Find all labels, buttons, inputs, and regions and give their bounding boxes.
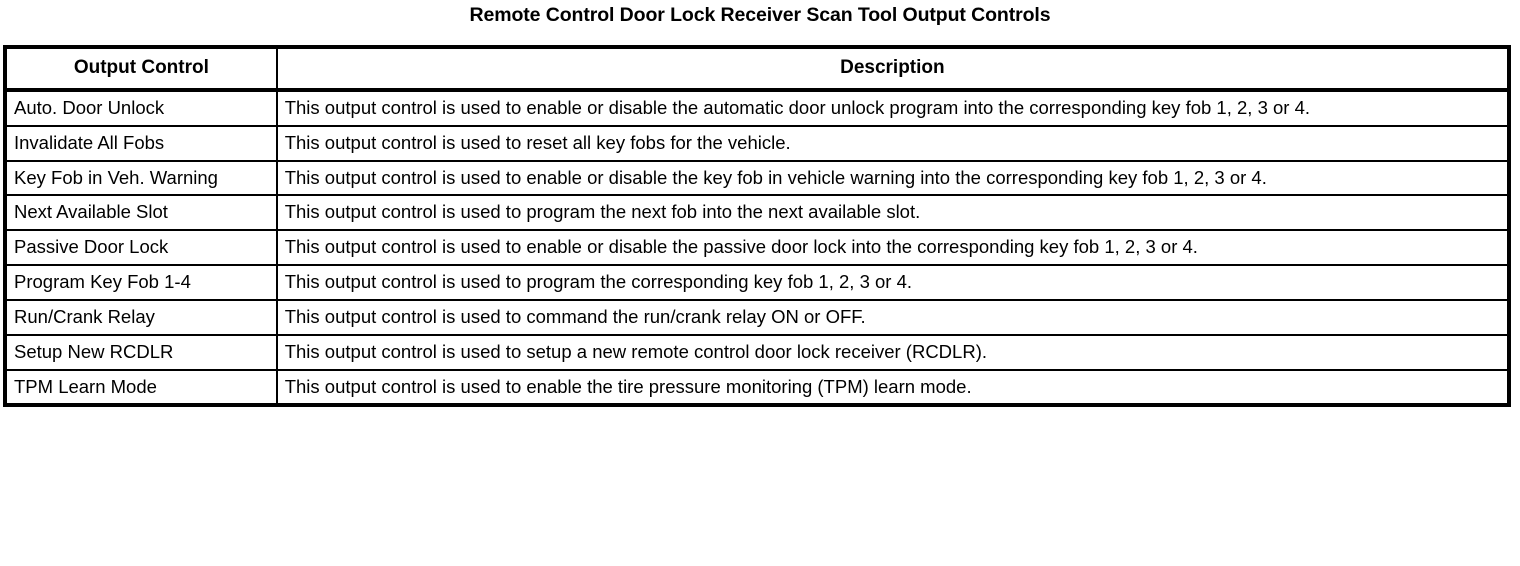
cell-description: This output control is used to program t… [275, 264, 1511, 301]
cell-output-control: TPM Learn Mode [4, 368, 278, 407]
cell-description: This output control is used to enable th… [275, 368, 1511, 407]
output-controls-table: Output Control Description Auto. Door Un… [3, 45, 1511, 408]
cell-output-control: Program Key Fob 1-4 [4, 264, 278, 301]
cell-description: This output control is used to setup a n… [275, 333, 1511, 371]
cell-output-control: Auto. Door Unlock [4, 89, 278, 127]
cell-output-control: Setup New RCDLR [4, 333, 278, 371]
cell-output-control: Invalidate All Fobs [4, 124, 278, 162]
cell-output-control: Run/Crank Relay [4, 298, 278, 336]
cell-output-control: Next Available Slot [4, 194, 278, 232]
cell-description: This output control is used to command t… [275, 298, 1511, 336]
page-title: Remote Control Door Lock Receiver Scan T… [469, 4, 1051, 26]
table-header-row: Output Control Description [4, 46, 1511, 92]
output-controls-table-container: Output Control Description Auto. Door Un… [3, 45, 1511, 408]
cell-description: This output control is used to enable or… [275, 159, 1511, 197]
cell-output-control: Passive Door Lock [4, 229, 278, 267]
column-header-output-control: Output Control [4, 46, 278, 92]
cell-description: This output control is used to enable or… [275, 89, 1511, 127]
cell-description: This output control is used to reset all… [275, 124, 1511, 162]
cell-description: This output control is used to program t… [275, 194, 1511, 232]
table-header: Output Control Description [4, 46, 1511, 92]
cell-output-control: Key Fob in Veh. Warning [4, 159, 278, 197]
cell-description: This output control is used to enable or… [275, 229, 1511, 267]
column-header-description: Description [275, 46, 1511, 92]
